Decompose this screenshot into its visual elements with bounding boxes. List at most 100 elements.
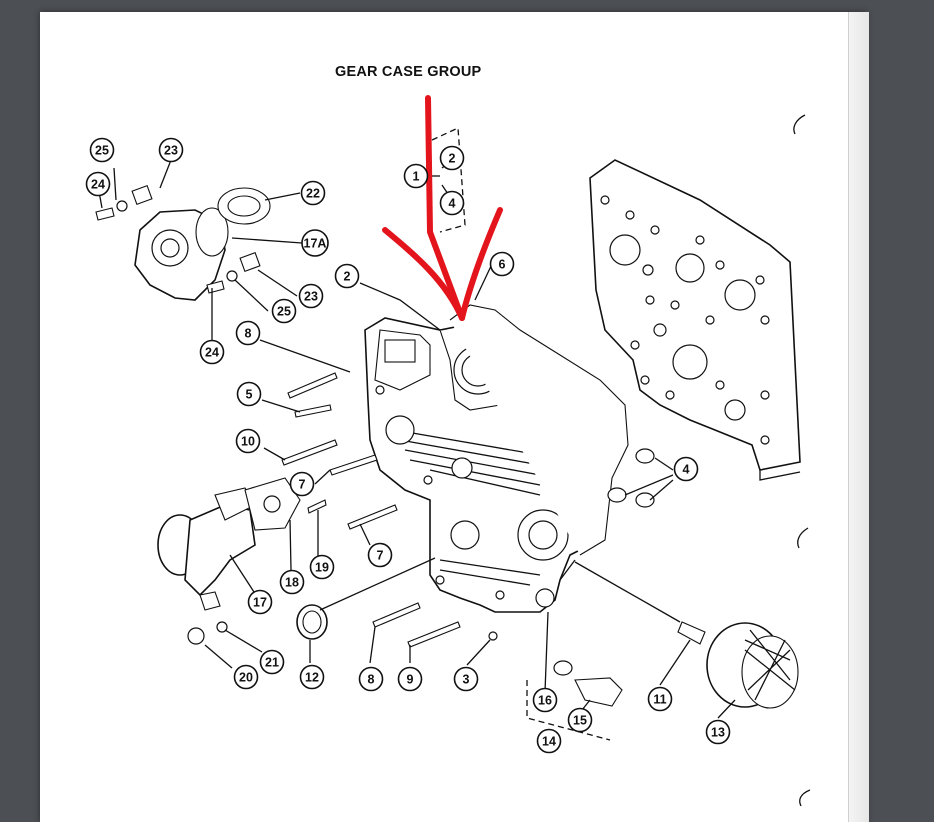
callout-number: 7 — [299, 478, 306, 492]
callout-number: 19 — [315, 561, 329, 575]
callout-circle — [85, 171, 111, 197]
callout-number: 2 — [344, 270, 351, 284]
callout-circle — [367, 542, 393, 568]
callout-number: 20 — [239, 671, 253, 685]
engine-front-plate — [589, 159, 801, 481]
callout-number: 4 — [449, 197, 456, 211]
callout-number: 18 — [285, 576, 299, 590]
callout-2: 2 — [334, 263, 360, 289]
callout-circle — [403, 163, 429, 189]
callout-11: 11 — [647, 686, 673, 712]
callout-4: 4 — [673, 456, 699, 482]
callout-number: 9 — [407, 673, 414, 687]
callout-number: 13 — [711, 726, 725, 740]
callout-circle — [233, 664, 259, 690]
callout-12: 12 — [299, 664, 325, 690]
callout-15: 15 — [567, 707, 593, 733]
callout-3: 3 — [453, 666, 479, 692]
callout-19: 19 — [309, 554, 335, 580]
callout-8: 8 — [358, 666, 384, 692]
callout-9: 9 — [397, 666, 423, 692]
callout-circle — [673, 456, 699, 482]
callout-circle — [439, 190, 465, 216]
group-bracket-14 — [526, 680, 611, 741]
callout-number: 17 — [253, 596, 267, 610]
callout-13: 13 — [705, 719, 731, 745]
callout-24: 24 — [85, 171, 111, 197]
oil-filter — [706, 622, 799, 709]
callout-circle — [279, 569, 305, 595]
callout-circle — [439, 145, 465, 171]
callout-number: 14 — [542, 735, 556, 749]
callout-8: 8 — [235, 320, 261, 346]
thermostat-housing — [157, 477, 301, 645]
callout-number: 7 — [377, 549, 384, 563]
callout-7: 7 — [367, 542, 393, 568]
callout-number: 21 — [265, 656, 279, 670]
callout-18: 18 — [279, 569, 305, 595]
callout-number: 2 — [449, 152, 456, 166]
red-arrow-annotation — [382, 95, 503, 321]
callout-circle — [567, 707, 593, 733]
callout-number: 25 — [277, 305, 291, 319]
callout-number: 10 — [241, 435, 255, 449]
callout-number: 8 — [245, 327, 252, 341]
callout-25: 25 — [271, 298, 297, 324]
callout-number: 4 — [683, 463, 690, 477]
callout-5: 5 — [236, 381, 262, 407]
o-rings — [607, 448, 655, 508]
callout-circle — [235, 320, 261, 346]
callout-24: 24 — [199, 339, 225, 365]
callout-circle — [532, 687, 558, 713]
callout-circle — [309, 554, 335, 580]
callout-circle — [705, 719, 731, 745]
callout-14: 14 — [536, 728, 562, 754]
callout-number: 3 — [463, 673, 470, 687]
callout-circle — [453, 666, 479, 692]
callout-circle — [334, 263, 360, 289]
callout-number: 15 — [573, 714, 587, 728]
callout-16: 16 — [532, 687, 558, 713]
callout-number: 6 — [499, 258, 506, 272]
callout-circle — [271, 298, 297, 324]
callout-circle — [199, 339, 225, 365]
callout-number: 8 — [368, 673, 375, 687]
callout-circle — [489, 251, 515, 277]
callout-23: 23 — [298, 283, 324, 309]
water-pump — [95, 184, 271, 301]
callout-number: 16 — [538, 694, 552, 708]
callout-circle — [301, 229, 329, 257]
callout-number: 22 — [306, 187, 320, 201]
callout-10: 10 — [235, 428, 261, 454]
callout-circle — [298, 283, 324, 309]
callout-21: 21 — [259, 649, 285, 675]
callout-circle — [247, 589, 273, 615]
callout-circle — [89, 137, 115, 163]
callout-7: 7 — [289, 471, 315, 497]
bolts — [281, 372, 706, 707]
callout-circle — [300, 180, 326, 206]
group-bracket-1 — [431, 127, 466, 233]
callout-circle — [236, 381, 262, 407]
callout-number: 1 — [413, 170, 420, 184]
page-edge — [848, 12, 869, 822]
callout-number: 17A — [304, 237, 327, 251]
callout-circle — [289, 471, 315, 497]
callout-circle — [397, 666, 423, 692]
leader-lines — [97, 159, 736, 719]
callout-circle — [358, 666, 384, 692]
callout-number: 5 — [246, 388, 253, 402]
callout-6: 6 — [489, 251, 515, 277]
callout-circle — [259, 649, 285, 675]
callout-17: 17 — [247, 589, 273, 615]
callout-number: 12 — [305, 671, 319, 685]
callout-25: 25 — [89, 137, 115, 163]
callout-17A: 17A — [301, 229, 329, 257]
callout-circle — [536, 728, 562, 754]
callout-number: 11 — [653, 693, 666, 707]
callout-circle — [235, 428, 261, 454]
callout-1: 1 — [403, 163, 429, 189]
callout-number: 24 — [91, 178, 105, 192]
